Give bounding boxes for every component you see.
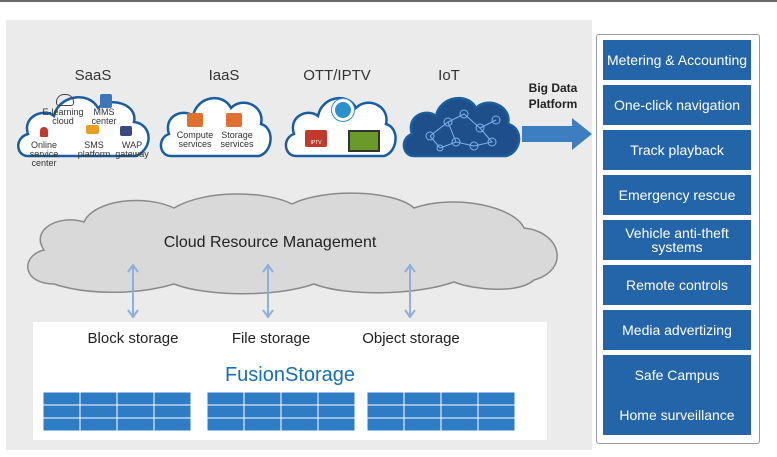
- fusionstorage-title: FusionStorage: [224, 364, 356, 386]
- app-metering-accounting: Metering & Accounting: [603, 40, 751, 80]
- tv-icon: IPTV: [305, 130, 327, 147]
- server-rack-3: [367, 392, 516, 432]
- iptv-badge: IPTV: [310, 140, 322, 146]
- app-track-playback: Track playback: [603, 130, 751, 170]
- sms-service: SMS platform: [77, 140, 111, 159]
- storage-icon: [226, 113, 242, 127]
- iaas-label: IaaS: [208, 67, 240, 84]
- connector-file: [262, 264, 274, 318]
- sms-icon: [86, 125, 99, 134]
- app-vehicle-anti-theft: Vehicle anti-theft systems: [603, 220, 751, 260]
- top-rule: [0, 0, 777, 2]
- mms-service: MMS center: [91, 107, 117, 126]
- app-emergency-rescue: Emergency rescue: [603, 175, 751, 215]
- file-storage-label: File storage: [231, 330, 311, 347]
- iot-label: IoT: [438, 67, 460, 84]
- app-remote-controls: Remote controls: [603, 265, 751, 305]
- ott-label: OTT/IPTV: [303, 67, 371, 84]
- elearning-service: E-learning cloud: [42, 107, 84, 126]
- compute-icon: [187, 113, 203, 127]
- server-rack-1: [43, 392, 192, 432]
- connector-object: [404, 264, 416, 318]
- cloud-resource-cloud: [27, 192, 558, 295]
- wap-service: WAP gateway: [115, 140, 149, 159]
- big-data-label: Big Data Platform: [528, 81, 578, 111]
- monitor-icon: [348, 130, 380, 152]
- mms-icon: [100, 94, 112, 108]
- cloud-resource-label: Cloud Resource Management: [163, 234, 377, 251]
- app-home-surveillance: Home surveillance: [603, 395, 751, 435]
- connector-block: [127, 264, 139, 318]
- wap-icon: [120, 126, 132, 136]
- compute-service: Compute services: [176, 130, 214, 149]
- online-service: Online service center: [29, 140, 59, 168]
- ott-cloud: [284, 96, 397, 158]
- iaas-cloud: [159, 96, 272, 158]
- person-icon: [40, 127, 48, 137]
- saas-label: SaaS: [74, 67, 112, 84]
- elearning-icon: [56, 94, 74, 106]
- storage-service: Storage services: [220, 130, 254, 149]
- server-rack-2: [207, 392, 356, 432]
- iot-cloud: [402, 96, 521, 158]
- block-storage-label: Block storage: [87, 330, 179, 347]
- app-media-advertizing: Media advertizing: [603, 310, 751, 350]
- object-storage-label: Object storage: [362, 330, 460, 347]
- big-data-arrow: [522, 118, 592, 150]
- saas-cloud: [17, 96, 150, 158]
- app-safe-campus: Safe Campus: [603, 355, 751, 395]
- app-one-click-navigation: One-click navigation: [603, 85, 751, 125]
- camera-icon: [332, 99, 354, 121]
